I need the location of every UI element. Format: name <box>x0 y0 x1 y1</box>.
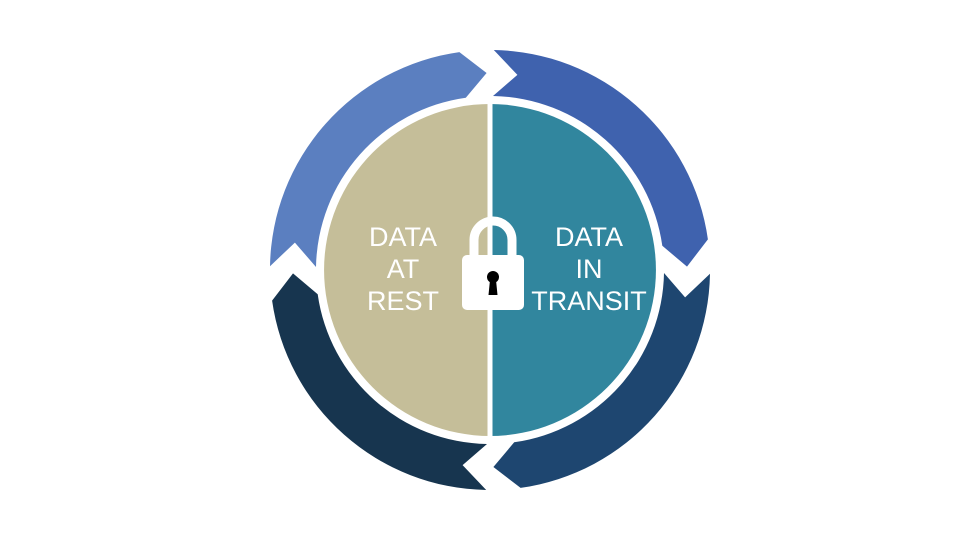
transit-line-2: IN <box>575 254 603 284</box>
data-in-transit-half <box>490 104 656 436</box>
transit-line-1: DATA <box>554 222 623 252</box>
rest-line-2: AT <box>386 254 420 284</box>
cycle-arrows <box>270 50 710 490</box>
lock-icon <box>462 216 524 310</box>
data-in-transit-label: DATA IN TRANSIT <box>509 221 669 317</box>
data-at-rest-label: DATA AT REST <box>323 221 483 317</box>
arrow-top-left <box>270 52 487 267</box>
rest-line-3: REST <box>366 286 439 316</box>
rest-line-1: DATA <box>368 222 437 252</box>
arrow-top-right <box>493 50 708 267</box>
arrow-bottom-left <box>272 273 487 490</box>
transit-line-3: TRANSIT <box>531 286 647 316</box>
arrow-bottom-right <box>493 273 710 488</box>
data-at-rest-half <box>324 104 490 436</box>
